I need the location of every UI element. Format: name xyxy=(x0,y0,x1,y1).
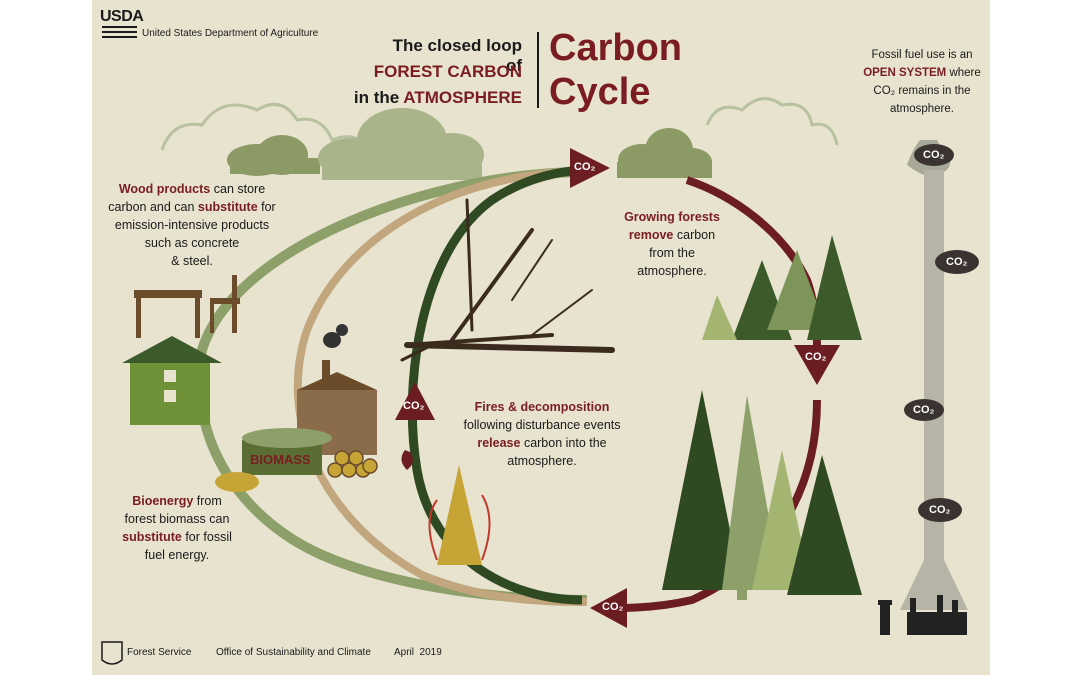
dead-tree-illustration xyxy=(400,198,615,362)
co2-cloud-1 xyxy=(914,144,954,166)
biomass-label: BIOMASS xyxy=(250,452,311,467)
co2-label-bottom: CO₂ xyxy=(602,601,624,613)
co2-arrow-left xyxy=(395,382,435,420)
fires-line-3: release carbon into the xyxy=(457,434,627,452)
grow-highlight-2: remove xyxy=(628,228,674,242)
co2-arrow-bottom xyxy=(590,588,627,628)
bio-line-2: forest biomass can xyxy=(124,512,230,526)
wood-highlight-2: substitute xyxy=(197,200,258,214)
co2-label-right: CO₂ xyxy=(805,351,827,363)
diagram-canvas xyxy=(101,26,979,665)
bio-text-1: from xyxy=(193,494,222,508)
co2-arrow-top xyxy=(570,148,610,188)
right-line-4: atmosphere. xyxy=(890,103,954,115)
bio-highlight-2: substitute xyxy=(122,530,182,544)
title-line-2: FOREST CARBON xyxy=(373,62,522,81)
forest-service-shield-icon xyxy=(101,641,123,665)
wood-text-1: can store xyxy=(210,182,266,196)
right-line-2: OPEN SYSTEM where xyxy=(857,64,987,82)
co2-label-plume-2: CO₂ xyxy=(946,256,968,268)
right-line-1: Fossil fuel use is an xyxy=(871,49,973,61)
grow-text-1: carbon xyxy=(673,228,716,242)
fires-line-1: Fires & decomposition xyxy=(474,400,610,414)
bioenergy-text: Bioenergy from forest biomass can substi… xyxy=(102,492,252,564)
footer-date: April 2019 xyxy=(394,647,442,658)
wood-line-2: carbon and can substitute for xyxy=(97,198,287,216)
co2-cloud-2 xyxy=(935,250,979,274)
right-panel-text: Fossil fuel use is an OPEN SYSTEM where … xyxy=(857,46,987,118)
bio-highlight-1: Bioenergy xyxy=(132,494,194,508)
right-highlight: OPEN SYSTEM xyxy=(863,67,947,79)
footer-forest-service: Forest Service xyxy=(127,647,192,658)
fires-text-2: carbon into the xyxy=(520,436,607,450)
footer-office: Office of Sustainability and Climate xyxy=(216,647,371,658)
young-trees-illustration xyxy=(702,235,862,340)
fossil-plume-base xyxy=(900,560,968,610)
grow-line-3: from the xyxy=(649,246,695,260)
title-line-3-a: in the xyxy=(353,88,404,107)
title-line-3: in the ATMOSPHERE xyxy=(322,88,522,108)
poster: USDA United States Department of Agricul… xyxy=(92,0,990,675)
bio-text-3: for fossil xyxy=(181,530,232,544)
big-title-1: Carbon xyxy=(549,27,682,69)
fire-icon xyxy=(401,450,413,470)
bio-line-4: fuel energy. xyxy=(144,548,210,562)
big-title-2: Cycle xyxy=(549,71,651,113)
wood-text-2a: carbon and can xyxy=(108,200,198,214)
co2-label-top: CO₂ xyxy=(574,161,596,173)
fires-line-4: atmosphere. xyxy=(507,454,577,468)
cloud-outline-left xyxy=(160,102,369,151)
co2-cloud-4 xyxy=(918,498,962,522)
house-icon xyxy=(122,336,222,425)
title-line-1: The closed loop of xyxy=(392,36,522,75)
bio-line-1: Bioenergy from xyxy=(102,492,252,510)
title-line-3-b: ATMOSPHERE xyxy=(403,88,522,107)
wood-line-4: such as concrete xyxy=(144,236,240,250)
co2-label-plume-3: CO₂ xyxy=(913,404,935,416)
mature-forest-illustration xyxy=(662,390,862,600)
fires-highlight-2: release xyxy=(477,436,521,450)
usda-logo: USDA xyxy=(100,8,144,25)
fires-line-2: following disturbance events xyxy=(463,418,621,432)
arc-wood-products xyxy=(194,167,588,605)
wood-line-5: & steel. xyxy=(171,254,213,268)
grow-line-1: Growing forests xyxy=(624,210,720,224)
cloud-outline-right xyxy=(705,97,839,146)
biomass-plant-icon xyxy=(215,324,378,492)
grow-line-2: remove carbon xyxy=(612,226,732,244)
burning-tree-illustration xyxy=(428,465,491,565)
right-line-3: CO₂ remains in the xyxy=(873,85,971,97)
wood-line-1: Wood products can store xyxy=(97,180,287,198)
co2-label-plume-4: CO₂ xyxy=(929,504,951,516)
bio-line-3: substitute for fossil xyxy=(102,528,252,546)
cloud-solid-left xyxy=(227,135,320,176)
co2-label-left: CO₂ xyxy=(403,400,425,412)
usda-logo-icon xyxy=(102,26,137,38)
factory-icon xyxy=(878,595,967,635)
co2-arrow-right xyxy=(794,345,840,385)
agency-name: United States Department of Agriculture xyxy=(142,28,319,39)
co2-label-plume-1: CO₂ xyxy=(923,149,945,161)
wood-text-2b: for xyxy=(257,200,276,214)
grow-line-4: atmosphere. xyxy=(637,264,707,278)
wood-line-3: emission-intensive products xyxy=(114,218,270,232)
cloud-solid-center xyxy=(318,108,484,180)
co2-cloud-3 xyxy=(904,399,944,421)
growing-forests-text: Growing forests remove carbon from the a… xyxy=(612,208,732,280)
right-line-2-rest: where xyxy=(946,67,981,79)
table-chair-icon xyxy=(134,275,240,338)
fires-text: Fires & decomposition following disturba… xyxy=(457,398,627,470)
wood-highlight-1: Wood products xyxy=(118,182,211,196)
arc-decomposition xyxy=(407,165,583,605)
wood-products-text: Wood products can store carbon and can s… xyxy=(97,180,287,270)
cloud-solid-right xyxy=(617,128,712,178)
fossil-plume-column xyxy=(924,170,944,600)
